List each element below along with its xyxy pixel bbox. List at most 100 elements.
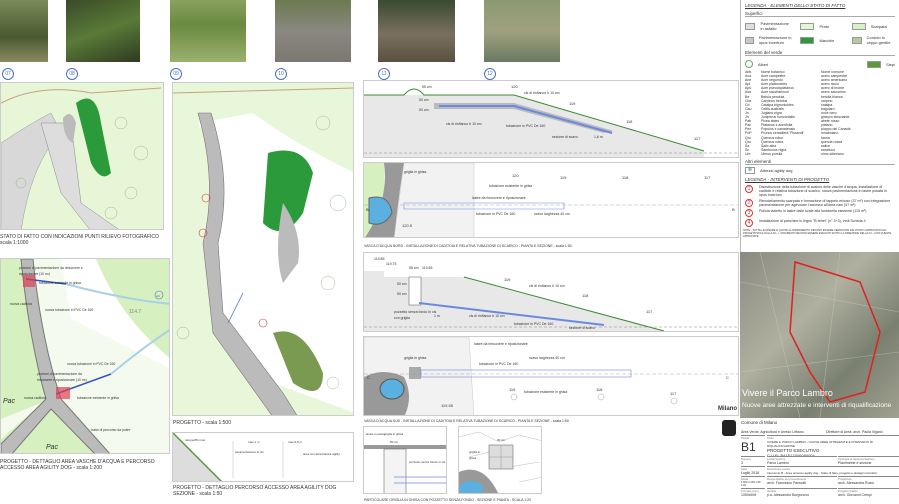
species-cell: sambuco xyxy=(821,147,836,152)
milan-coat-of-arms-icon xyxy=(722,420,736,436)
dim-label: 1,6 m xyxy=(594,135,603,139)
dim-label: pozzetto senza fondo in cls con griglia xyxy=(394,310,437,320)
map-label: tratto di percorso da pulire xyxy=(91,428,131,432)
detail-map-water-basins: porzioni di pavimentazione da rimuovere … xyxy=(0,258,170,454)
photo-point-label: A0 xyxy=(156,294,160,298)
swatch-label: Pavimentazione in asfalto xyxy=(760,21,789,31)
level-label: 120.5 xyxy=(402,223,413,228)
grate-detail-section-drawing xyxy=(364,445,446,493)
location: Parco Lambro xyxy=(767,461,789,465)
dim-label: 50 cm xyxy=(397,282,407,286)
species-cell: Acer saccharinum xyxy=(761,90,790,95)
section-label: area con attrezzatura agility xyxy=(303,452,340,456)
cup-code: C.U.P.: B41E17000080004 xyxy=(767,453,815,458)
species-cell: Pex xyxy=(745,127,752,132)
project-phase: PROGETTO ESECUTIVO xyxy=(767,448,820,453)
detail-map-drawing xyxy=(1,259,169,453)
green-legend: Alberi Siepi xyxy=(741,58,899,70)
detail-label: 50 cm xyxy=(390,440,399,444)
section-marker: B xyxy=(366,207,369,212)
section-label: pavimentazione in cls xyxy=(235,450,264,454)
plan-label: tubazione esistente in ghisa xyxy=(489,184,533,188)
designer: arch. Alessandra Rossi xyxy=(838,481,874,485)
species-cell: Qro xyxy=(745,135,751,140)
label: Formato (mm) xyxy=(741,489,759,493)
photo-09 xyxy=(170,0,246,62)
surfaces-heading: Superfici xyxy=(745,11,895,17)
dim-label: 1 m xyxy=(434,314,440,318)
species-cell: Pab xyxy=(745,119,752,124)
section-label: max 1 m xyxy=(248,440,260,444)
section-marker: C xyxy=(367,375,370,380)
section-marker: B xyxy=(732,207,735,212)
banner-subtitle: Nuove aree attrezzate e interventi di ri… xyxy=(742,402,892,409)
species-cell: mirabolano xyxy=(821,131,839,136)
label: Localizzazione xyxy=(767,457,786,461)
label: Tipologia di rappresentazione xyxy=(838,457,875,461)
species-cell: Asa xyxy=(745,90,752,95)
swatch xyxy=(851,36,862,44)
section-label: max 0,5 m xyxy=(288,440,303,444)
species-cell: acero saccarino xyxy=(821,90,846,95)
dim-label: 55 cm xyxy=(422,85,432,89)
photo-07 xyxy=(0,0,48,62)
species-cell: bagolaro xyxy=(821,106,835,111)
number: 3 xyxy=(741,461,743,465)
project-map-caption: PROGETTO - scala 1:500 xyxy=(173,420,231,426)
legend-panel: LEGENDA - ELEMENTI DELLO STATO DI FATTO … xyxy=(740,0,899,252)
swatch-label: Scarpata xyxy=(870,23,887,29)
label: Tavola xyxy=(741,436,750,440)
label: Verifica xyxy=(767,489,777,493)
detail-label: griglia in ghisa xyxy=(469,450,481,460)
photo-label: 11 xyxy=(378,68,390,80)
table-header: Nome comune xyxy=(821,70,844,74)
detail-label: pozzetto senza fondo in cls xyxy=(409,460,446,464)
intervention-text: Installazione di panchine in legno "B te… xyxy=(759,218,866,223)
plan-label: griglia in ghisa xyxy=(404,356,427,360)
level-label: 117 xyxy=(646,309,653,314)
species-cell: Pac xyxy=(745,123,752,128)
species-cell: Prunus cerasifera 'Pissardii' xyxy=(761,131,804,136)
photo-11 xyxy=(378,0,455,62)
swatch xyxy=(851,22,866,30)
plan-label: tubazione esistente in ghisa xyxy=(524,390,568,394)
species-cell: Juglans nigra xyxy=(761,110,782,115)
surfaces-list: Pavimentazione in asfalto Prato Scarpata… xyxy=(741,19,899,47)
representation-type: Planimetrie e sezione xyxy=(838,461,872,465)
swatch xyxy=(745,22,756,30)
map-label: nuova caditoia xyxy=(10,302,32,306)
species-cell: Sambucus nigra xyxy=(761,147,787,152)
map-label: tubazione esistente in ghisa xyxy=(77,396,119,400)
photo-label: 09 xyxy=(170,68,182,80)
species-cell: Platanus x acerifolia xyxy=(761,123,793,128)
species-cell: Juniperus horizontalis xyxy=(761,115,795,120)
species-cell: Carpinus betulus xyxy=(761,98,788,103)
species-cell: Acer platanoides xyxy=(761,82,788,87)
level-label: 119 xyxy=(569,101,576,106)
existing-state-drawing xyxy=(1,87,162,229)
map-label: 114.7 xyxy=(129,309,142,315)
species-cell: catalpa xyxy=(821,102,833,107)
legend-note: NOTE - TUTTE LE MISURE E QUOTE AL RIFERI… xyxy=(743,228,892,238)
legend-title: LEGENDA - ELEMENTI DELLO STATO DI FATTO xyxy=(745,3,846,8)
dim-label: 50 cm xyxy=(397,292,407,296)
photo-label: 10 xyxy=(275,68,287,80)
species-cell: olmo siberiano xyxy=(821,151,844,156)
plan-label: scavo larghezza 40 cm xyxy=(534,212,570,216)
map-label: tubazione esistente in ghisa xyxy=(39,281,81,285)
species-cell: Um xyxy=(745,151,751,156)
surface-bush: Macchie xyxy=(800,35,843,45)
species-cell: Cbe xyxy=(745,98,752,103)
dim-label: cls di rinfianco h 10 cm xyxy=(529,284,565,288)
surface-opus: Pavimentazione in opus incertum xyxy=(745,35,792,45)
map-label: porzioni di pavimentazione da rimuovere … xyxy=(37,372,87,382)
detail-label: lastra in pietra xyxy=(366,432,385,436)
south-basin-caption: VASCA D'ACQUA SUD - INSTALLAZIONE DI CAD… xyxy=(364,419,569,423)
detail-label: griglia in ghisa xyxy=(384,432,404,436)
label: Descrizione tavola xyxy=(767,467,790,471)
map-label: porzioni di pavimentazione da rimuovere … xyxy=(19,266,83,276)
level-label: 119 xyxy=(560,175,567,180)
other-heading: Altri elementi xyxy=(745,159,895,165)
level-label: 120 xyxy=(512,173,519,178)
